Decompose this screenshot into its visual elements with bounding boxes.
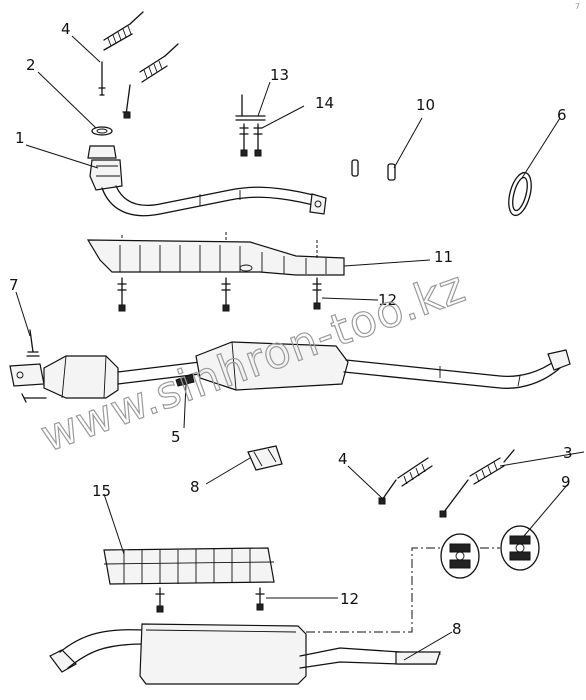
rear-muffler-part-8-lower [49,623,441,685]
callout-5: 5 [171,428,181,446]
callout-labels: 1 2 4 13 14 10 6 11 12 7 5 8 4 3 9 15 12… [9,20,573,638]
callout-4-right: 4 [338,450,348,468]
callout-8-bottom: 8 [452,620,462,638]
callout-14: 14 [315,94,334,112]
hanger-bracket-part-13-14 [235,94,266,157]
callout-1: 1 [15,129,25,147]
callout-7: 7 [9,276,19,294]
rubber-isolators-part-9 [440,525,540,579]
heat-shield-part-15 [103,547,275,613]
front-exhaust-pipe-part-1 [87,11,327,217]
callout-4-top: 4 [61,20,71,38]
callout-9: 9 [561,473,571,491]
connection-line [306,547,440,633]
callout-10: 10 [416,96,435,114]
rubber-hanger-part-8-upper [247,445,283,471]
callout-6: 6 [557,106,567,124]
callout-11: 11 [434,248,453,266]
heat-shield-part-11 [86,232,345,312]
springs-and-bolts-part-3-4 [378,449,515,518]
intermediate-pipe-part-5 [9,329,571,403]
callout-15: 15 [92,482,111,500]
callout-12-top: 12 [378,291,397,309]
callout-2: 2 [26,56,36,74]
callout-3: 3 [563,444,573,462]
corner-mark: 7 [575,2,580,11]
spring-top-1 [103,11,144,51]
callout-13: 13 [270,66,289,84]
ring-gasket-part-6 [508,171,532,217]
callout-12-bottom: 12 [340,590,359,608]
leader-lines [15,35,585,661]
clips-part-10 [351,159,396,181]
spring-top-2 [139,43,179,83]
callout-8-middle: 8 [190,478,200,496]
